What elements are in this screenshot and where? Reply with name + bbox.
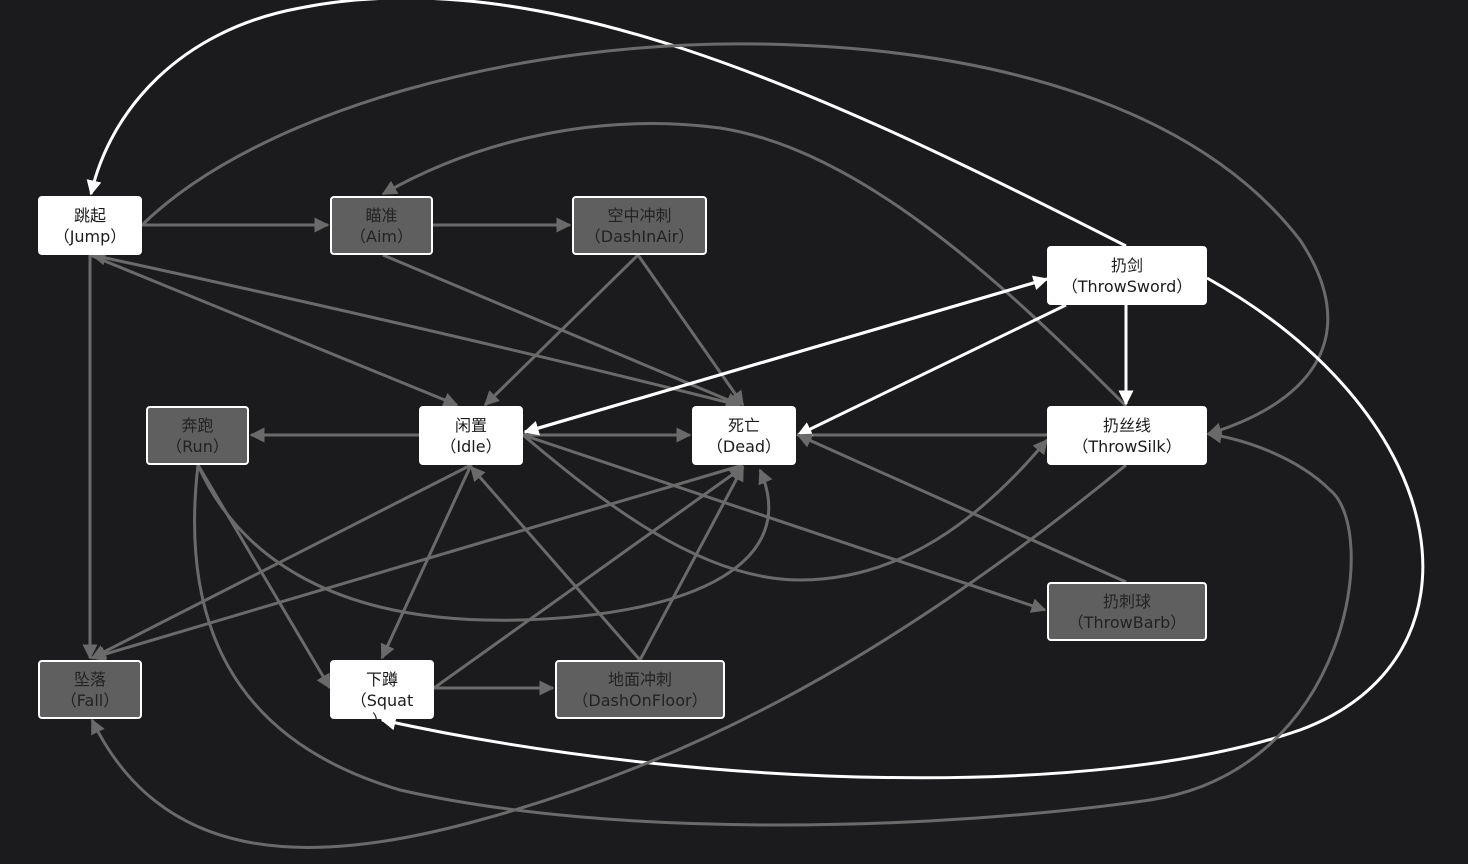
state-node-run[interactable]: 奔跑 （Run） — [146, 406, 249, 465]
edge-dead-to-fall — [90, 463, 744, 662]
state-node-dead[interactable]: 死亡 （Dead） — [692, 406, 796, 465]
state-node-throwbarb[interactable]: 扔刺球 （ThrowBarb） — [1047, 582, 1207, 641]
state-node-aim[interactable]: 瞄准 （Aim） — [330, 196, 433, 255]
edge-idle-to-fall — [90, 463, 472, 660]
state-node-dashonfloor-name: 地面冲刺 — [607, 669, 672, 689]
state-node-dashinair-name: 空中冲刺 — [607, 205, 672, 225]
state-node-run-name: 奔跑 — [181, 415, 214, 435]
edge-throwsword-to-squat — [380, 276, 1425, 780]
state-node-throwsword-name: 扔剑 — [1110, 255, 1143, 275]
state-node-squat-name: 下蹲 — [365, 669, 398, 689]
edge-jump-to-idle — [89, 253, 459, 407]
state-node-throwbarb-name: 扔刺球 — [1102, 591, 1151, 611]
edge-run-to-dead — [196, 464, 773, 622]
state-node-dead-name: 死亡 — [727, 415, 760, 435]
state-node-squat-id-overflow: ） — [372, 711, 389, 730]
state-node-idle-id: （Idle） — [440, 436, 502, 456]
state-node-fall-name: 坠落 — [73, 669, 106, 689]
state-node-dashinair-id: （DashInAir） — [584, 226, 695, 246]
edge-dashonfloor-to-idle — [469, 465, 642, 661]
state-node-aim-id: （Aim） — [350, 226, 413, 246]
state-node-throwsword-id: （ThrowSword） — [1061, 276, 1193, 296]
edge-idle-to-throwsilk — [522, 433, 1049, 582]
state-node-idle-name: 闲置 — [454, 415, 487, 435]
state-node-squat-id: （Squat — [350, 690, 414, 710]
state-node-squat[interactable]: 下蹲 （Squat ） — [330, 660, 434, 730]
edge-squat-to-dead — [433, 465, 745, 690]
state-node-fall-id: （Fall） — [60, 690, 120, 710]
state-node-fall[interactable]: 坠落 （Fall） — [38, 660, 142, 719]
edge-throwsilk-to-aim — [381, 122, 1128, 408]
state-node-jump-id: （Jump） — [53, 226, 127, 246]
state-node-throwbarb-id: （ThrowBarb） — [1067, 612, 1187, 632]
edge-throwbarb-to-dead — [796, 433, 1127, 584]
edge-run-to-squat — [196, 464, 332, 690]
edge-idle-to-throwbarb — [522, 433, 1047, 613]
state-node-aim-name: 瞄准 — [365, 205, 398, 225]
state-node-dead-id: （Dead） — [706, 436, 782, 456]
edge-dashinair-to-dead — [636, 254, 745, 407]
edge-idle-to-squat — [380, 464, 473, 660]
state-node-throwsilk-id: （ThrowSilk） — [1072, 436, 1182, 456]
state-node-throwsilk[interactable]: 扔丝线 （ThrowSilk） — [1047, 406, 1207, 465]
state-node-idle[interactable]: 闲置 （Idle） — [419, 406, 523, 465]
state-node-dashinair[interactable]: 空中冲刺 （DashInAir） — [572, 196, 707, 255]
state-node-jump-name: 跳起 — [73, 205, 106, 225]
edge-throwsilk-to-fall — [90, 463, 1127, 849]
edge-idle-to-throwsword — [524, 275, 1049, 434]
edge-jump-to-throwsilk — [140, 42, 1330, 438]
state-node-throwsilk-name: 扔丝线 — [1102, 415, 1151, 435]
edge-throwsword-to-jump — [86, 0, 1127, 248]
state-node-dashonfloor[interactable]: 地面冲刺 （DashOnFloor） — [555, 660, 725, 719]
state-node-throwsword[interactable]: 扔剑 （ThrowSword） — [1047, 246, 1207, 305]
edge-dashonfloor-to-dead — [638, 465, 745, 661]
state-node-run-id: （Run） — [166, 436, 229, 456]
state-node-jump[interactable]: 跳起 （Jump） — [38, 196, 142, 255]
state-node-dashonfloor-id: （DashOnFloor） — [572, 690, 708, 710]
edge-run-to-throwsilk — [193, 428, 1353, 827]
edge-dashinair-to-idle — [483, 253, 640, 407]
edges-layer — [82, 0, 1425, 849]
edge-throwsword-to-dead — [796, 303, 1067, 437]
edge-dead-to-jump — [90, 250, 739, 407]
